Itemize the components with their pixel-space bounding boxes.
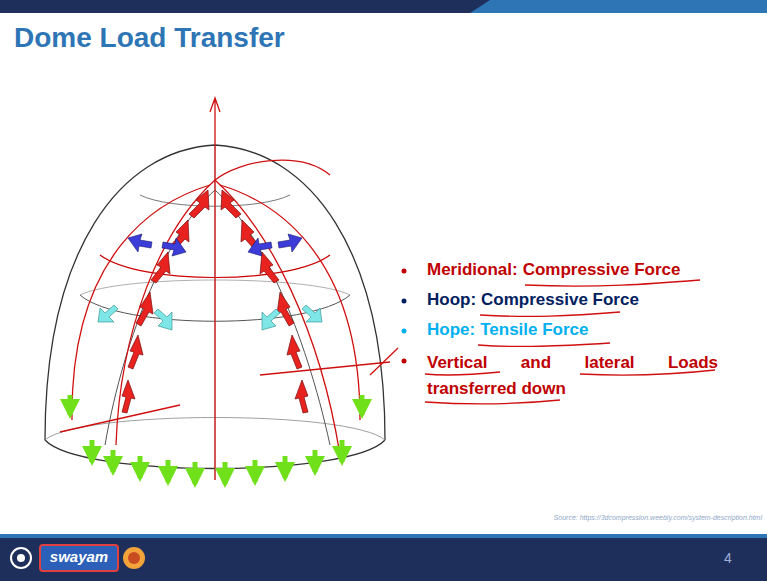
source-note: Source: https://3dcompression.weebly.com… bbox=[554, 514, 762, 521]
bullet-line: Hope: Tensile Force bbox=[427, 320, 589, 340]
bullet-text: Vertical and lateral Loads transferred d… bbox=[427, 350, 718, 402]
bullet-line: Meridional: Compressive Force bbox=[427, 260, 680, 280]
logo-text: swayam bbox=[50, 548, 108, 565]
bullet-line: Hoop: Compressive Force bbox=[427, 290, 639, 310]
bullet-text: Hoop: bbox=[427, 290, 476, 309]
bullet-text: Compressive Force bbox=[523, 260, 681, 279]
bullet-text: Compressive Force bbox=[481, 290, 639, 309]
bullet-text: Hope: bbox=[427, 320, 475, 339]
slide-title: Dome Load Transfer bbox=[14, 22, 285, 54]
bullet-text: Tensile Force bbox=[480, 320, 588, 339]
page-number: 4 bbox=[724, 550, 732, 566]
bullet-text: Meridional: bbox=[427, 260, 518, 279]
